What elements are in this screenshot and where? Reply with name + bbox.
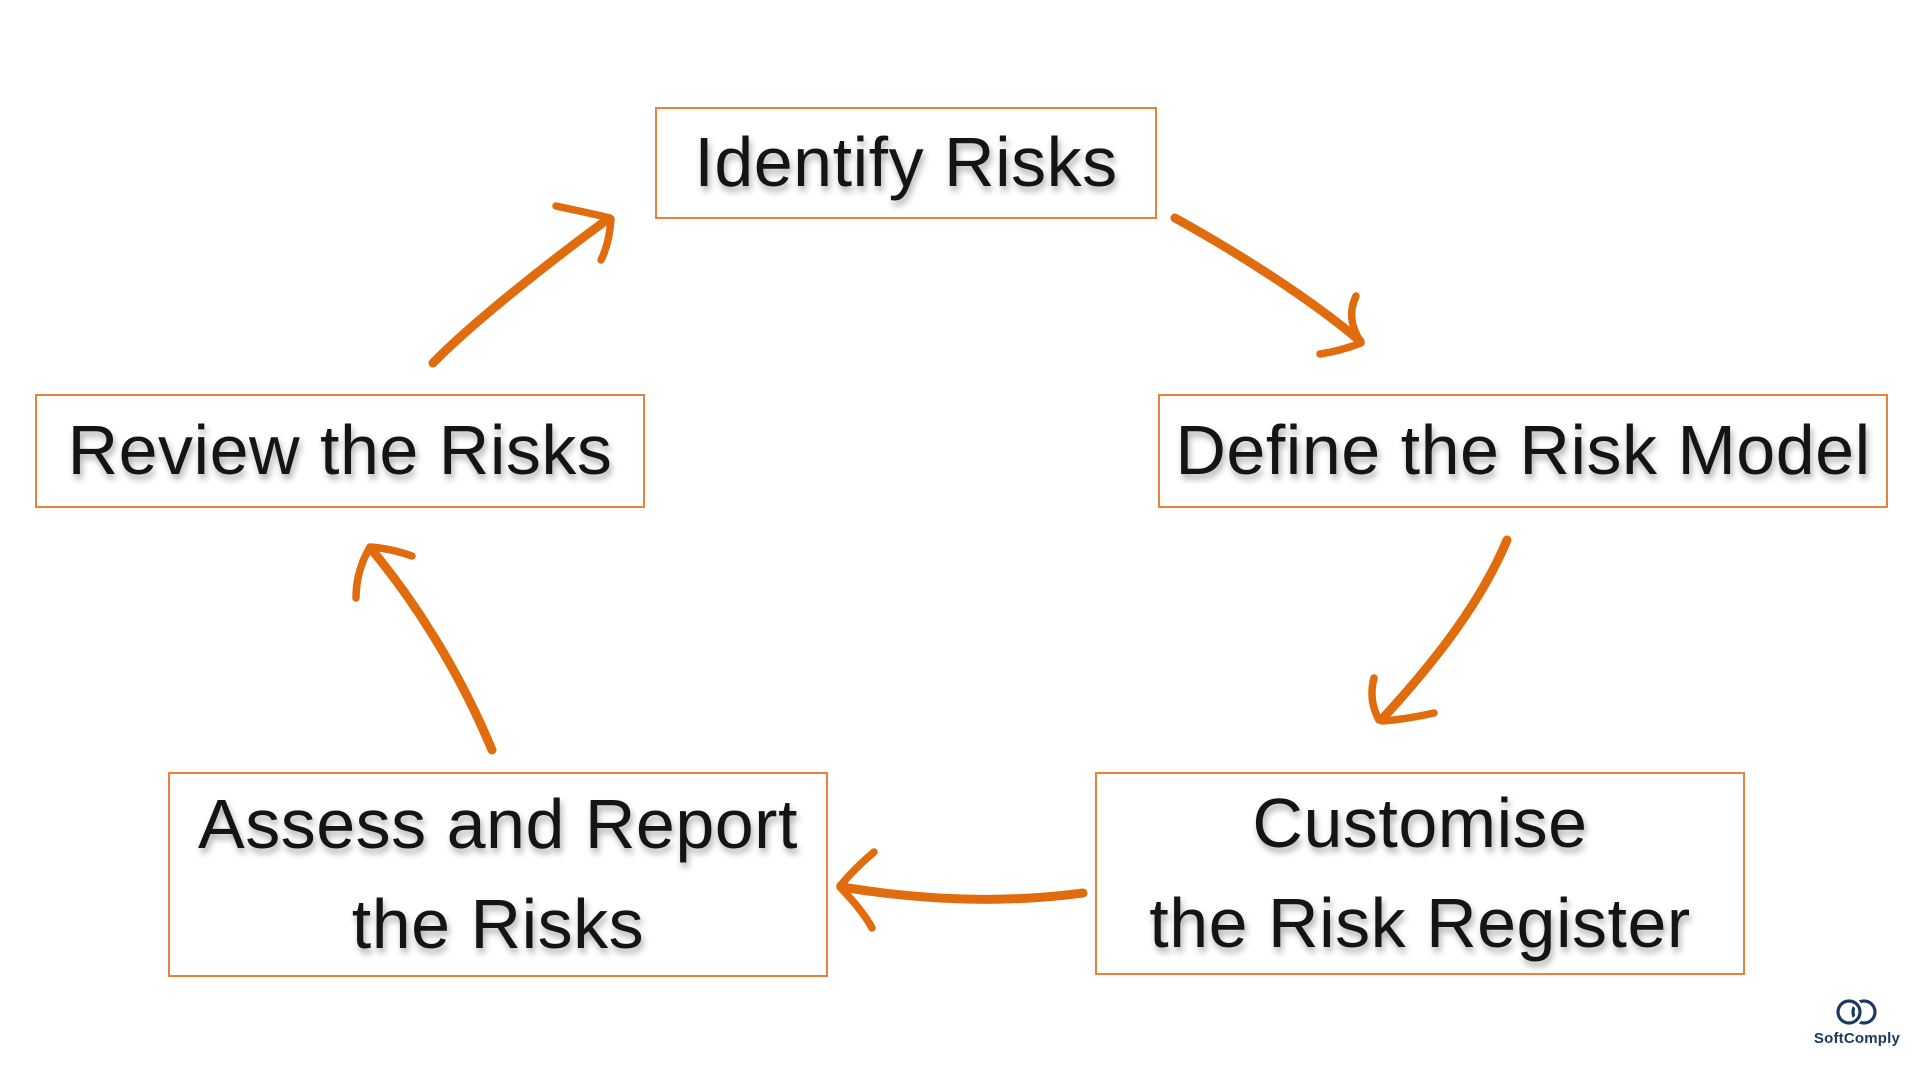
- arrow-customise-to-assess: [836, 848, 1088, 932]
- interlocked-rings-icon: [1834, 997, 1877, 1027]
- step-box-review-risks: Review the Risks: [35, 394, 645, 508]
- arrow-identify-to-define: [1170, 213, 1365, 358]
- softcomply-logo: SoftComply: [1802, 997, 1912, 1047]
- step-box-define-risk-model: Define the Risk Model: [1158, 394, 1888, 508]
- arrow-assess-to-review: [352, 543, 497, 755]
- step-box-assess-report-risks: Assess and Report the Risks: [168, 772, 828, 977]
- arrow-define-to-customise: [1368, 535, 1512, 725]
- arrow-review-to-identify: [428, 202, 615, 368]
- softcomply-logo-text: SoftComply: [1813, 1030, 1901, 1047]
- step-box-identify-risks: Identify Risks: [655, 107, 1157, 219]
- step-box-customise-register: Customise the Risk Register: [1095, 772, 1745, 975]
